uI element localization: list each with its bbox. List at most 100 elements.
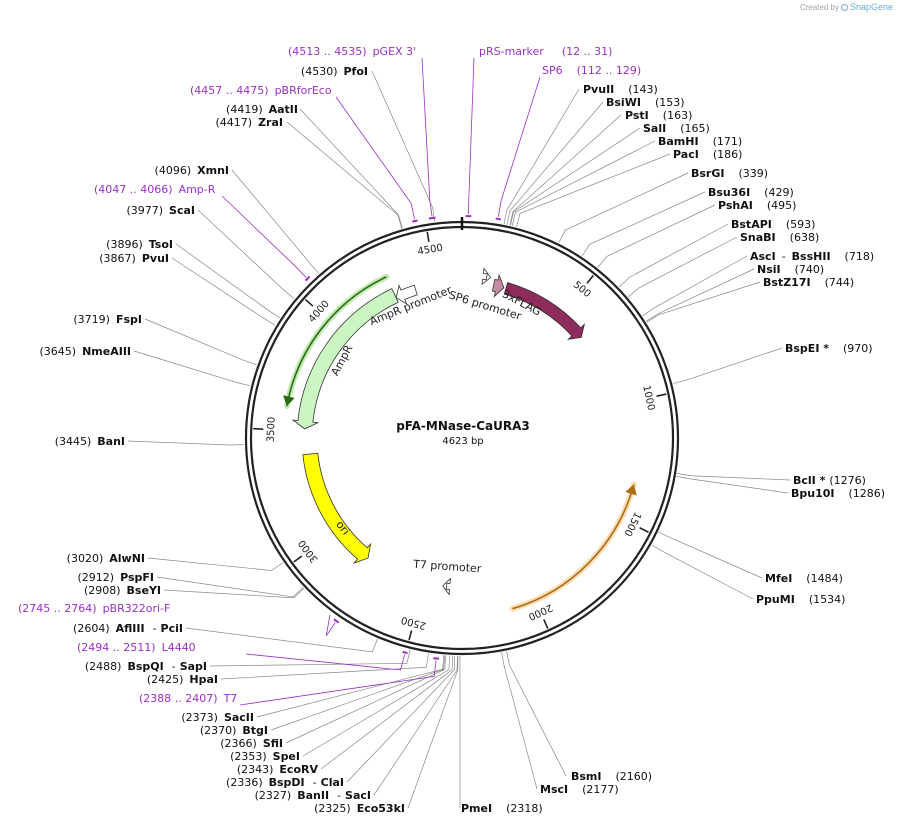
svg-text:BclI *(1276): BclI *(1276) xyxy=(793,474,866,487)
site-pos: (153) xyxy=(655,96,685,109)
svg-text:BsmI(2160): BsmI(2160) xyxy=(571,770,652,783)
svg-text:pRS-marker(12 .. 31): pRS-marker(12 .. 31) xyxy=(479,45,612,58)
leader-line xyxy=(270,655,446,731)
feature-ori xyxy=(302,452,372,564)
leader-line xyxy=(220,653,429,680)
site-name: PstI xyxy=(625,109,649,122)
svg-text:(2912)PspFI: (2912)PspFI xyxy=(78,571,154,584)
leader-line xyxy=(147,557,284,571)
site-name: FspI xyxy=(116,313,142,326)
svg-text:MfeI(1484): MfeI(1484) xyxy=(765,572,843,585)
primer-mark xyxy=(304,275,311,282)
site-pos: (2425) xyxy=(147,673,184,686)
primer-mark xyxy=(412,219,418,223)
primer-range: (2494 .. 2511) xyxy=(77,641,156,654)
svg-text:(3977)ScaI: (3977)ScaI xyxy=(126,204,195,217)
svg-text:PstI(163): PstI (163) xyxy=(625,109,692,122)
svg-text:BstAPI(593): BstAPI(593) xyxy=(731,218,815,231)
site-pos: (2336) xyxy=(226,776,263,789)
feature-arc xyxy=(512,484,635,610)
feature-arrows xyxy=(291,267,586,596)
site-pos: (1286) xyxy=(849,487,886,500)
leader-line xyxy=(302,655,451,757)
plasmid-backbone xyxy=(244,217,680,656)
primer-name: L4440 xyxy=(162,641,196,654)
primer-range: (12 .. 31) xyxy=(562,45,613,58)
tick-label: 4500 xyxy=(417,243,444,258)
site-name: ScaI xyxy=(169,204,195,217)
site-pos: (2177) xyxy=(582,783,619,796)
tick-label: 500 xyxy=(571,280,593,301)
svg-text:NsiI(740): NsiI(740) xyxy=(757,263,824,276)
site-pos: (1276) xyxy=(829,474,866,487)
site-pos: (2325) xyxy=(314,802,351,815)
site-name: BamHI xyxy=(658,135,699,148)
site-name: AlwNI xyxy=(109,552,145,565)
svg-text:PacI(186): PacI(186) xyxy=(673,148,742,161)
primer-leader-line xyxy=(325,614,336,637)
leader-line xyxy=(373,655,458,796)
site-name: AflIII xyxy=(116,622,145,635)
svg-text:(4530)PfoI: (4530)PfoI xyxy=(301,65,368,78)
site-pos: (3867) xyxy=(99,252,136,265)
site-name: BstAPI xyxy=(731,218,772,231)
site-name: TsoI xyxy=(149,238,173,251)
svg-text:BsrGI(339): BsrGI(339) xyxy=(691,167,768,180)
site-name-2: PciI xyxy=(161,622,183,635)
site-pos: (4417) xyxy=(216,116,253,129)
site-name: NsiI xyxy=(757,263,781,276)
leader-lines xyxy=(127,57,791,809)
site-pos: (163) xyxy=(663,109,693,122)
credit-prefix: Created by xyxy=(799,2,839,12)
site-pos: (2912) xyxy=(78,571,115,584)
leader-line xyxy=(627,236,738,298)
leader-line xyxy=(185,627,378,653)
site-name: NmeAIII xyxy=(82,345,131,358)
site-name: PvuII xyxy=(583,83,614,96)
site-pos: (638) xyxy=(790,231,820,244)
site-name: BspEI * xyxy=(785,342,829,355)
svg-text:(2908)BseYI: (2908)BseYI xyxy=(84,584,161,597)
site-pos: (744) xyxy=(825,276,855,289)
feature-t7-promoter xyxy=(442,577,451,596)
site-pos: (4096) xyxy=(155,164,192,177)
feature-arcs xyxy=(283,273,637,612)
site-name-2: BssHII xyxy=(792,250,831,263)
site-pos: (2488) xyxy=(85,660,122,673)
svg-text:SalI(165): SalI(165) xyxy=(643,122,710,135)
leader-line xyxy=(516,153,671,228)
feature-3xflag xyxy=(491,273,505,298)
primer-range: (4513 .. 4535) xyxy=(288,45,367,58)
primer-range: (112 .. 129) xyxy=(577,64,642,77)
site-pos: (2318) xyxy=(506,802,543,815)
credit-brand: SnapGene xyxy=(849,2,893,12)
plasmid-size: 4623 bp xyxy=(442,436,483,447)
site-pos: (3445) xyxy=(55,435,92,448)
sites-left: (4530)PfoI (4419)AatII (4417)ZraI (4096)… xyxy=(40,65,406,815)
leader-line xyxy=(673,347,783,384)
leader-line xyxy=(320,655,454,770)
primer-name: pBR322ori-F xyxy=(103,602,171,615)
primer-range: (4457 .. 4475) xyxy=(190,84,269,97)
feature-label-t7-promoter: T7 promoter xyxy=(412,558,482,576)
svg-text:SnaBI(638): SnaBI(638) xyxy=(740,231,819,244)
site-name: ZraI xyxy=(258,116,283,129)
tick-label: 3000 xyxy=(297,537,321,564)
svg-text:(2325)Eco53kI: (2325)Eco53kI xyxy=(314,802,405,815)
site-pos: (143) xyxy=(628,83,658,96)
svg-text:(2488)BspQI-SapI: (2488)BspQI-SapI xyxy=(85,660,207,673)
leader-line xyxy=(256,655,445,718)
svg-text:PvuII(143): PvuII (143) xyxy=(583,83,658,96)
site-name: BsmI xyxy=(571,770,602,783)
primer-range: (4047 .. 4066) xyxy=(94,183,173,196)
svg-text:Bpu10I(1286): Bpu10I(1286) xyxy=(791,487,885,500)
svg-text:BsiWI(153): BsiWI(153) xyxy=(606,96,685,109)
site-pos: (3020) xyxy=(67,552,104,565)
site-pos: (970) xyxy=(843,342,873,355)
svg-text:(3896)TsoI: (3896)TsoI xyxy=(106,238,173,251)
site-pos: (718) xyxy=(845,250,875,263)
site-name: SpeI xyxy=(273,750,300,763)
leader-line xyxy=(676,476,789,494)
site-pos: (3645) xyxy=(40,345,77,358)
svg-text:SP6(112 .. 129): SP6(112 .. 129) xyxy=(542,64,641,77)
